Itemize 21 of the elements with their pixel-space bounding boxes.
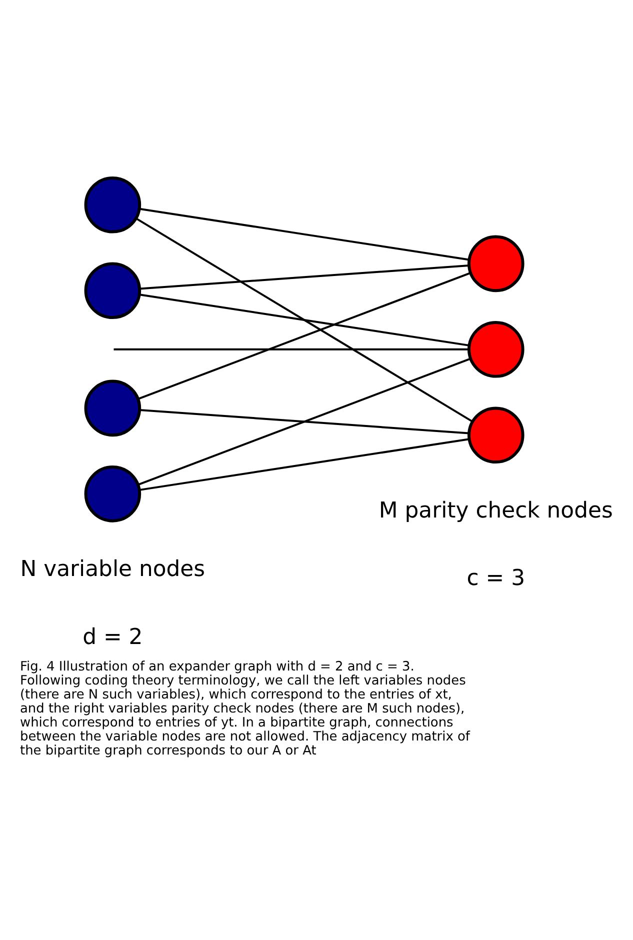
connector [114,348,469,350]
caption: Fig. 4 Illustration of an expander graph with d = 2 and c = 3. Following coding theory terminology, we call the left variables nodes (there are N such variables), which correspond to the entries of xt, and the right variables parity check nodes (there are M such nodes), which correspond to entries of yt. In a bipartite graph, connections between the variable nodes are not allowed. The adjacency matrix of the bipartite graph corresponds to our A or At [20,660,470,758]
node-circle [84,262,142,319]
label: N variable nodes [20,557,206,582]
node-circle [84,466,142,522]
node-circle [84,176,142,234]
label: c = 3 [466,566,526,592]
connector [138,272,471,400]
connector [136,218,473,422]
connector [139,294,470,346]
connector [138,358,471,486]
label: M parity check nodes [378,498,613,524]
node-circle [468,406,524,464]
connector [140,409,470,434]
connector [140,264,470,290]
node-circle [468,321,524,378]
node-circle [468,235,524,292]
connector [139,208,470,261]
label: d = 2 [82,625,143,650]
node-circle [84,380,142,437]
connector [139,438,470,491]
